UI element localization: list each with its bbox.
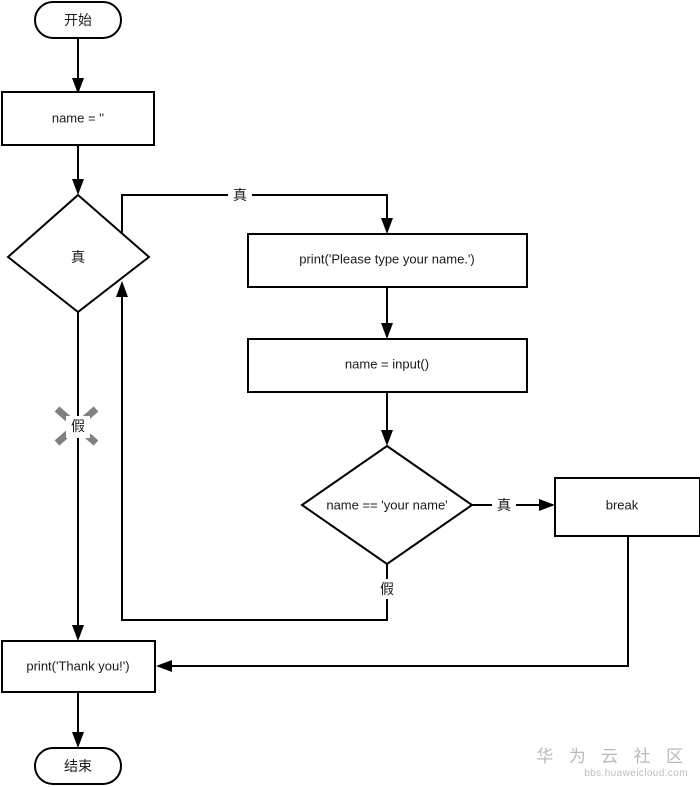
- check-false-label: 假: [380, 582, 394, 598]
- label-backing: [492, 495, 516, 515]
- arrowhead-icon: [381, 430, 393, 446]
- arrowhead-icon: [381, 218, 393, 234]
- arrowhead-icon: [539, 499, 555, 511]
- arrowhead-icon: [72, 78, 84, 94]
- print-prompt-label: print('Please type your name.'): [299, 251, 475, 266]
- edge-check-false-loopback: [116, 281, 388, 621]
- start-label: 开始: [64, 13, 92, 29]
- edge-label-check-false: 假: [375, 579, 399, 599]
- while-condition-shape: [6, 193, 151, 314]
- check-true-label: 真: [497, 498, 511, 514]
- while-condition-label: 真: [71, 250, 85, 266]
- edge-break-to-thanks: [156, 536, 629, 672]
- read-input-shape: [247, 338, 528, 393]
- arrowhead-icon: [72, 732, 84, 748]
- edge-thanks-to-end: [72, 692, 84, 748]
- arrowhead-icon: [72, 625, 84, 641]
- init-label: name = '': [52, 110, 104, 125]
- node-print-prompt[interactable]: print('Please type your name.'): [247, 233, 528, 288]
- node-print-thanks[interactable]: print('Thank you!'): [1, 640, 156, 693]
- arrowhead-icon: [116, 281, 128, 297]
- edge-start-to-init: [72, 38, 84, 94]
- label-backing: [66, 416, 90, 438]
- edge-while-true: [121, 194, 393, 257]
- watermark-url: bbs.huaweicloud.com: [584, 768, 688, 779]
- node-start[interactable]: 开始: [34, 1, 122, 39]
- edge-label-check-true: 真: [492, 495, 516, 515]
- while-false-label: 假: [71, 419, 85, 435]
- read-input-label: name = input(): [345, 356, 429, 371]
- check-name-shape: [300, 444, 474, 566]
- arrowhead-icon: [381, 323, 393, 339]
- print-thanks-shape: [1, 640, 156, 693]
- break-label: break: [606, 497, 639, 512]
- end-label: 结束: [64, 759, 92, 775]
- break-shape: [554, 477, 700, 537]
- edge-print-to-input: [381, 287, 393, 339]
- edge-input-to-check: [381, 392, 393, 446]
- node-break[interactable]: break: [554, 477, 700, 537]
- edge-init-to-while: [72, 145, 84, 195]
- arrowhead-icon: [156, 660, 172, 672]
- node-while-condition[interactable]: 真: [6, 193, 151, 314]
- check-name-label: name == 'your name': [326, 497, 447, 512]
- edge-label-while-false: 假: [66, 416, 90, 438]
- while-true-label: 真: [233, 188, 247, 204]
- watermark-brand: 华 为 云 社 区: [536, 747, 688, 767]
- print-thanks-label: print('Thank you!'): [26, 658, 129, 673]
- arrowhead-icon: [72, 179, 84, 195]
- node-init[interactable]: name = '': [1, 91, 155, 146]
- start-shape: [34, 1, 122, 39]
- print-prompt-shape: [247, 233, 528, 288]
- edge-label-while-true: 真: [228, 185, 252, 205]
- label-backing: [228, 185, 252, 205]
- node-end[interactable]: 结束: [34, 747, 122, 785]
- init-shape: [1, 91, 155, 146]
- label-backing: [375, 579, 399, 599]
- end-shape: [34, 747, 122, 785]
- node-check-name[interactable]: name == 'your name': [300, 444, 474, 566]
- edge-while-false: [72, 312, 84, 641]
- node-read-input[interactable]: name = input(): [247, 338, 528, 393]
